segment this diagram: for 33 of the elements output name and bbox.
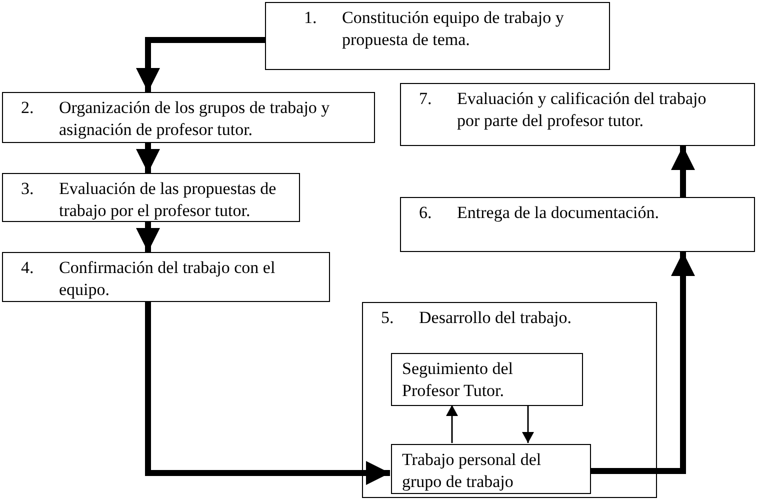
step-text: Confirmación del trabajo con el equipo. xyxy=(59,257,276,301)
process-box xyxy=(2,173,300,222)
process-box xyxy=(2,252,330,302)
step-text: Desarrollo del trabajo. xyxy=(419,307,572,329)
arrow xyxy=(590,252,695,474)
step-number: 1. xyxy=(304,7,318,29)
process-box xyxy=(265,2,610,70)
process-box xyxy=(362,302,657,498)
arrow xyxy=(136,37,265,92)
step-text: Trabajo personal del grupo de trabajo xyxy=(402,449,542,493)
process-box xyxy=(2,92,375,143)
arrow xyxy=(522,405,534,443)
step-text: Evaluación de las propuestas de trabajo por el profesor tutor. xyxy=(59,178,278,222)
step-text: Evaluación y calificación del trabajo por parte del profesor tutor. xyxy=(457,88,708,132)
process-box xyxy=(400,197,755,252)
step-text: Seguimiento del Profesor Tutor. xyxy=(402,358,514,402)
process-box xyxy=(400,83,755,146)
step-text: Organización de los grupos de trabajo y asignación de profesor tutor. xyxy=(59,97,331,141)
arrow xyxy=(446,405,458,443)
arrow xyxy=(145,302,390,485)
step-text: Entrega de la documentación. xyxy=(457,202,660,224)
step-number: 3. xyxy=(21,178,35,200)
arrow xyxy=(136,222,160,252)
step-number: 5. xyxy=(381,307,395,329)
step-number: 7. xyxy=(419,88,433,110)
step-number: 6. xyxy=(419,202,433,224)
process-box xyxy=(391,353,583,406)
arrow xyxy=(136,143,160,173)
process-box xyxy=(391,444,591,494)
arrow xyxy=(671,146,695,197)
step-number: 4. xyxy=(21,257,35,279)
step-text: Constitución equipo de trabajo y propuesta de tema. xyxy=(342,7,565,51)
step-number: 2. xyxy=(21,97,35,119)
